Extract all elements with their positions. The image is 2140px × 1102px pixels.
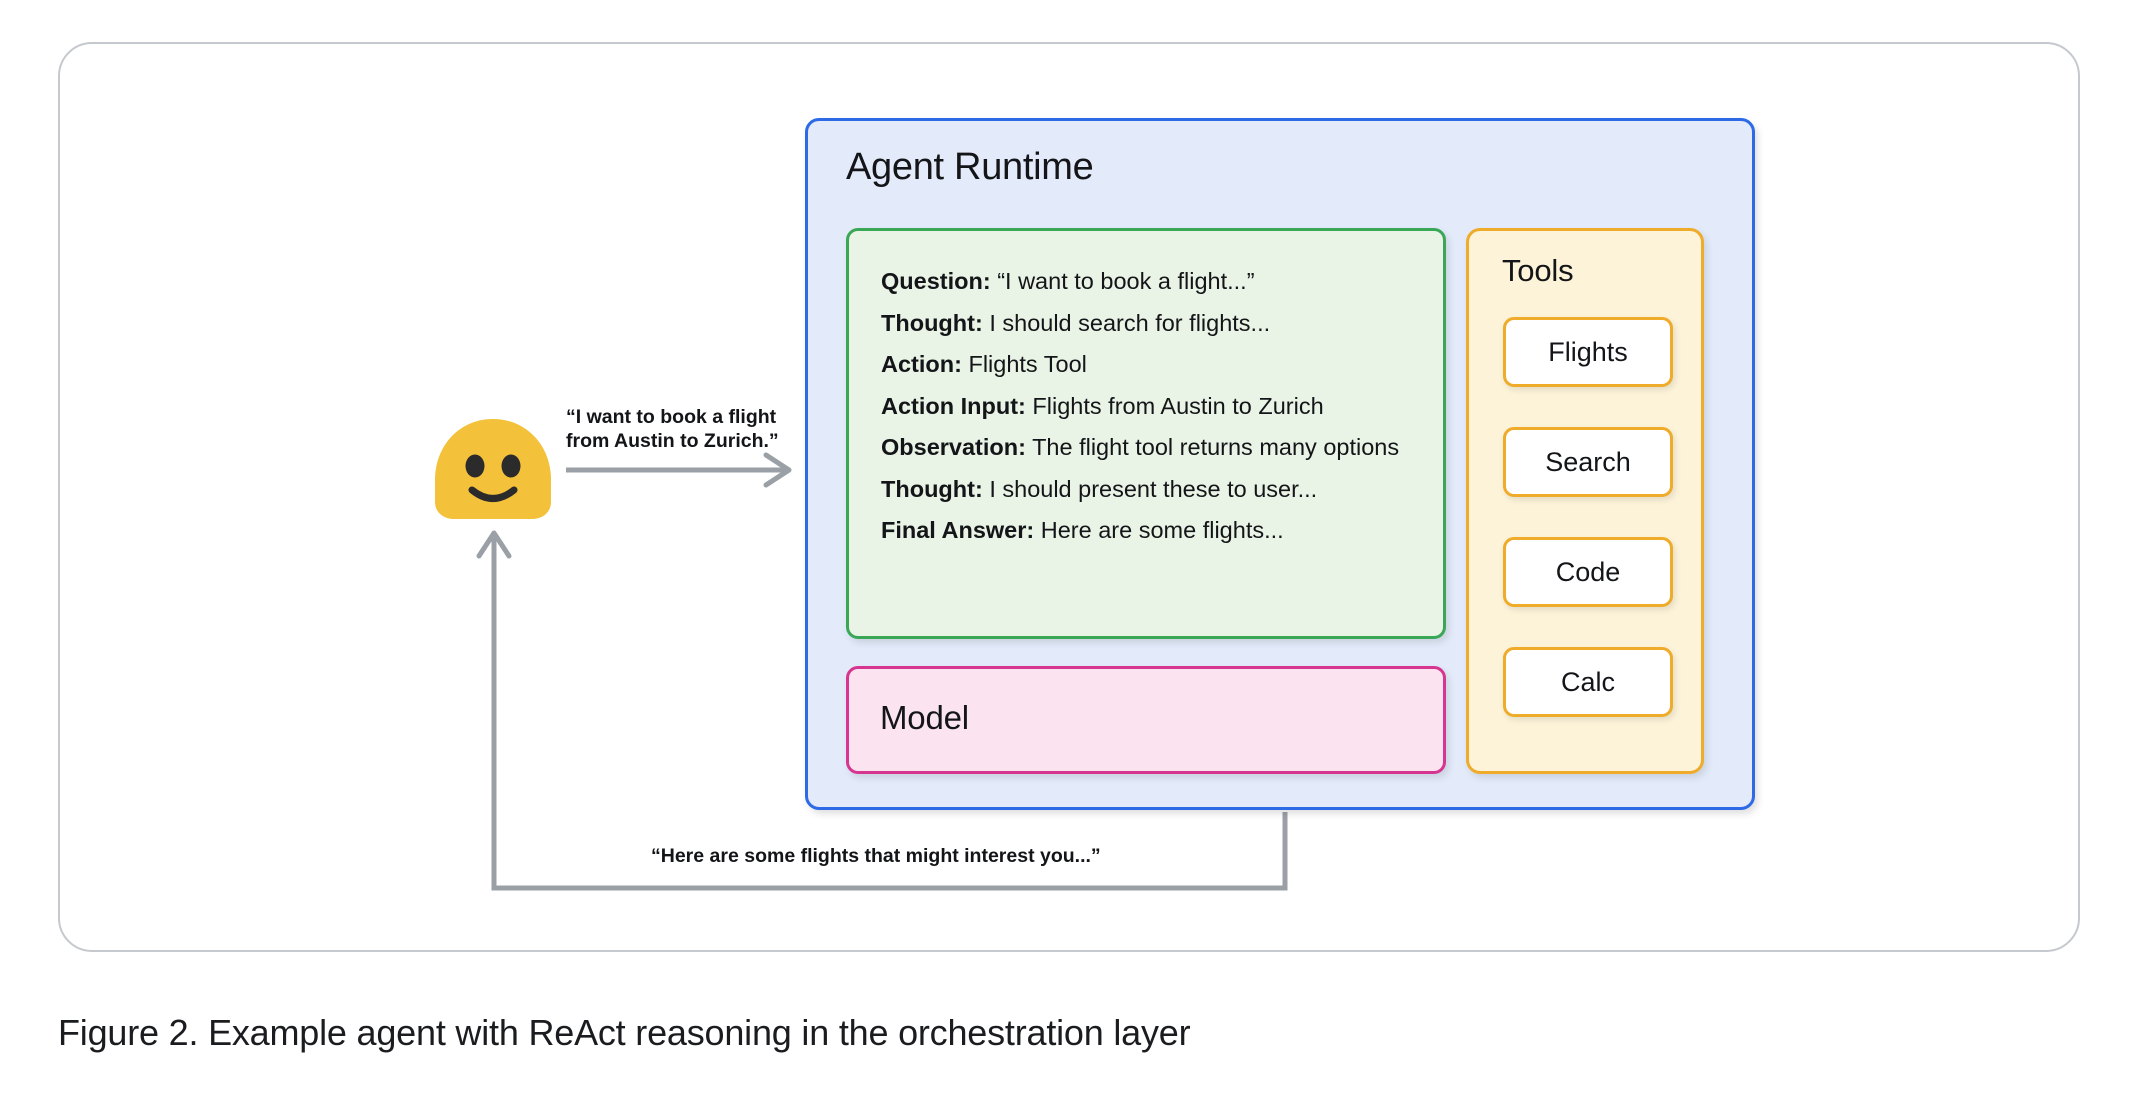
trace-line-value: Flights Tool — [968, 351, 1087, 377]
request-label: “I want to book a flight from Austin to … — [566, 406, 779, 452]
tool-chip-flights[interactable]: Flights — [1503, 317, 1673, 387]
react-trace-box: Question: “I want to book a flight...” T… — [846, 228, 1446, 639]
tool-chip-search[interactable]: Search — [1503, 427, 1673, 497]
trace-line-value: Flights from Austin to Zurich — [1032, 392, 1324, 419]
figure-caption: Figure 2. Example agent with ReAct reaso… — [58, 1012, 1191, 1053]
response-label: “Here are some flights that might intere… — [651, 845, 1101, 867]
tools-panel: Tools Flights Search Code Calc — [1466, 228, 1704, 774]
model-box: Model — [846, 666, 1446, 774]
avatar-smile — [468, 486, 518, 502]
tool-chip-calc[interactable]: Calc — [1503, 647, 1673, 717]
trace-line-label: Thought: — [881, 475, 983, 502]
trace-line: Thought: I should search for flights... — [881, 303, 1443, 345]
agent-runtime-title: Agent Runtime — [846, 146, 1094, 188]
trace-line-label: Final Answer: — [881, 517, 1035, 543]
trace-line-value: The flight tool returns many options — [1032, 434, 1400, 460]
trace-line-value: “I want to book a flight...” — [997, 268, 1255, 294]
avatar-head — [435, 419, 551, 519]
trace-line: Final Answer: Here are some flights... — [881, 510, 1443, 552]
trace-line: Action Input: Flights from Austin to Zur… — [881, 386, 1443, 428]
trace-line-label: Thought: — [881, 309, 983, 336]
user-avatar-icon — [435, 419, 551, 519]
tools-title: Tools — [1502, 253, 1574, 288]
trace-line: Observation: The flight tool returns man… — [881, 427, 1443, 469]
avatar-eye-right — [501, 454, 521, 478]
trace-line-value: Here are some flights... — [1040, 517, 1284, 543]
trace-line: Action: Flights Tool — [881, 344, 1443, 386]
trace-line: Thought: I should present these to user.… — [881, 469, 1443, 511]
trace-line: Question: “I want to book a flight...” — [881, 261, 1443, 303]
trace-line-label: Question: — [881, 268, 991, 294]
trace-line-value: I should search for flights... — [989, 309, 1271, 336]
trace-line-label: Action: — [881, 351, 962, 377]
tool-chip-code[interactable]: Code — [1503, 537, 1673, 607]
model-label: Model — [880, 699, 969, 736]
avatar-eye-left — [465, 454, 485, 478]
tool-list: Flights Search Code Calc — [1503, 317, 1673, 717]
trace-line-value: I should present these to user... — [989, 475, 1318, 502]
trace-line-label: Action Input: — [881, 392, 1026, 419]
trace-line-label: Observation: — [881, 434, 1026, 460]
agent-runtime-panel: Agent Runtime Question: “I want to book … — [805, 118, 1755, 810]
